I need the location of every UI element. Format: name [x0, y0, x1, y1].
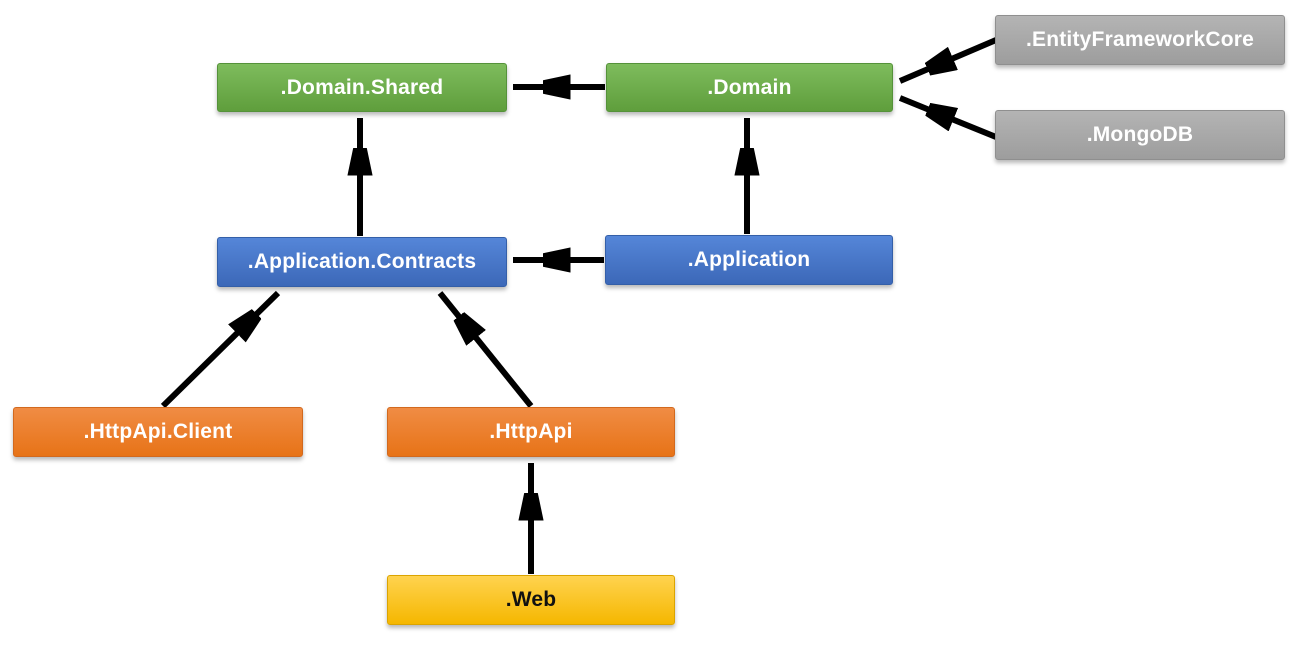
- node-label: .Application.Contracts: [247, 250, 477, 273]
- node-httpapi-client: .HttpApi.Client: [13, 407, 303, 457]
- node-web: .Web: [387, 575, 675, 625]
- node-label: .EntityFrameworkCore: [1025, 28, 1255, 51]
- node-label: .Domain.Shared: [280, 75, 444, 99]
- edge-mongodb-to-domain: [898, 95, 998, 140]
- node-label: .Domain: [707, 75, 792, 99]
- node-mongodb: .MongoDB: [995, 110, 1285, 160]
- node-label: .Application: [687, 248, 811, 271]
- node-httpapi: .HttpApi: [387, 407, 675, 457]
- edge-entity-framework-core-to-domain: [898, 37, 998, 84]
- node-application: .Application: [605, 235, 893, 285]
- node-label: .HttpApi.Client: [83, 420, 233, 443]
- node-entity-framework-core: .EntityFrameworkCore: [995, 15, 1285, 65]
- node-domain: .Domain: [606, 63, 893, 112]
- edge-httpapi-client-to-application-contracts: [160, 290, 281, 409]
- node-label: .MongoDB: [1086, 123, 1194, 146]
- node-application-contracts: .Application.Contracts: [217, 237, 507, 287]
- node-domain-shared: .Domain.Shared: [217, 63, 507, 112]
- node-label: .HttpApi: [489, 420, 573, 443]
- node-label: .Web: [505, 588, 557, 611]
- edge-httpapi-to-application-contracts: [437, 291, 534, 408]
- edges-group: [160, 37, 998, 574]
